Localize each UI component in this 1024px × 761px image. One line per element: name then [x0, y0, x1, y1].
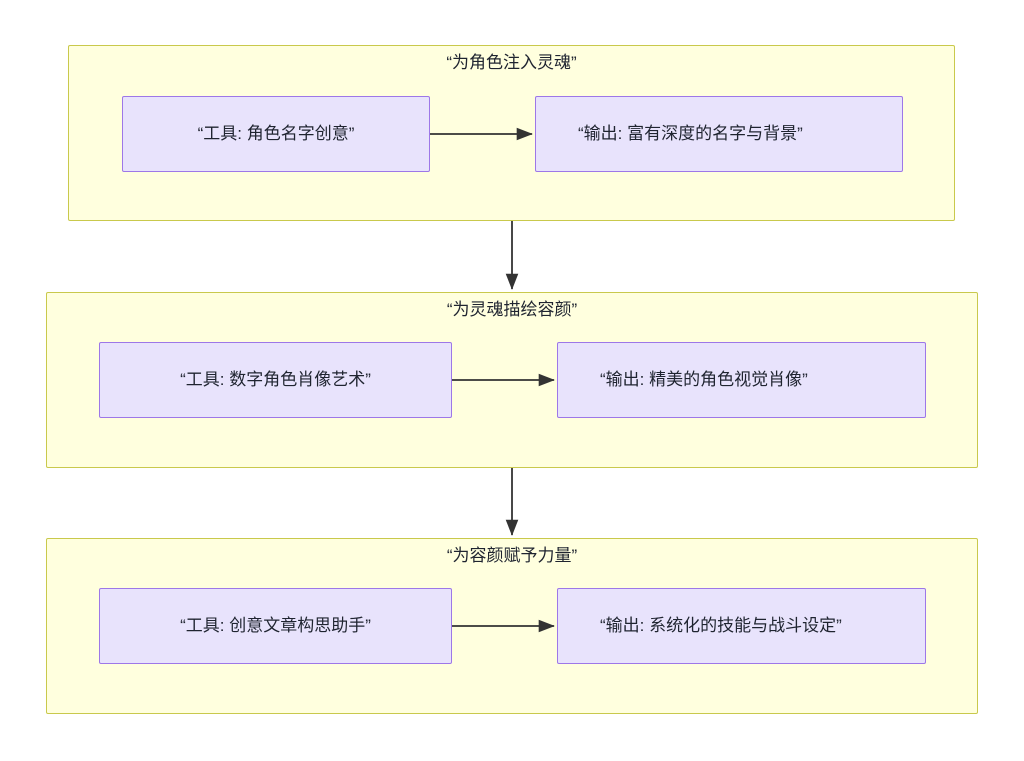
- subgraph-title-group-3: “为容颜赋予力量”: [446, 546, 578, 565]
- node-tool-group-3-label: “工具: 创意文章构思助手”: [180, 616, 371, 635]
- node-tool-group-2-label: “工具: 数字角色肖像艺术”: [180, 370, 371, 389]
- node-tool-group-1-label: “工具: 角色名字创意”: [197, 124, 355, 143]
- node-tool-group-3[interactable]: “工具: 创意文章构思助手”: [99, 588, 452, 664]
- node-output-group-1[interactable]: “输出: 富有深度的名字与背景”: [535, 96, 903, 172]
- subgraph-title-group-2: “为灵魂描绘容颜”: [446, 300, 578, 319]
- node-output-group-3-label: “输出: 系统化的技能与战斗设定”: [600, 616, 842, 635]
- node-output-group-2[interactable]: “输出: 精美的角色视觉肖像”: [557, 342, 926, 418]
- node-output-group-1-label: “输出: 富有深度的名字与背景”: [578, 124, 803, 143]
- node-tool-group-2[interactable]: “工具: 数字角色肖像艺术”: [99, 342, 452, 418]
- subgraph-title-group-1: “为角色注入灵魂”: [446, 53, 577, 72]
- node-tool-group-1[interactable]: “工具: 角色名字创意”: [122, 96, 430, 172]
- node-output-group-2-label: “输出: 精美的角色视觉肖像”: [600, 370, 808, 389]
- node-output-group-3[interactable]: “输出: 系统化的技能与战斗设定”: [557, 588, 926, 664]
